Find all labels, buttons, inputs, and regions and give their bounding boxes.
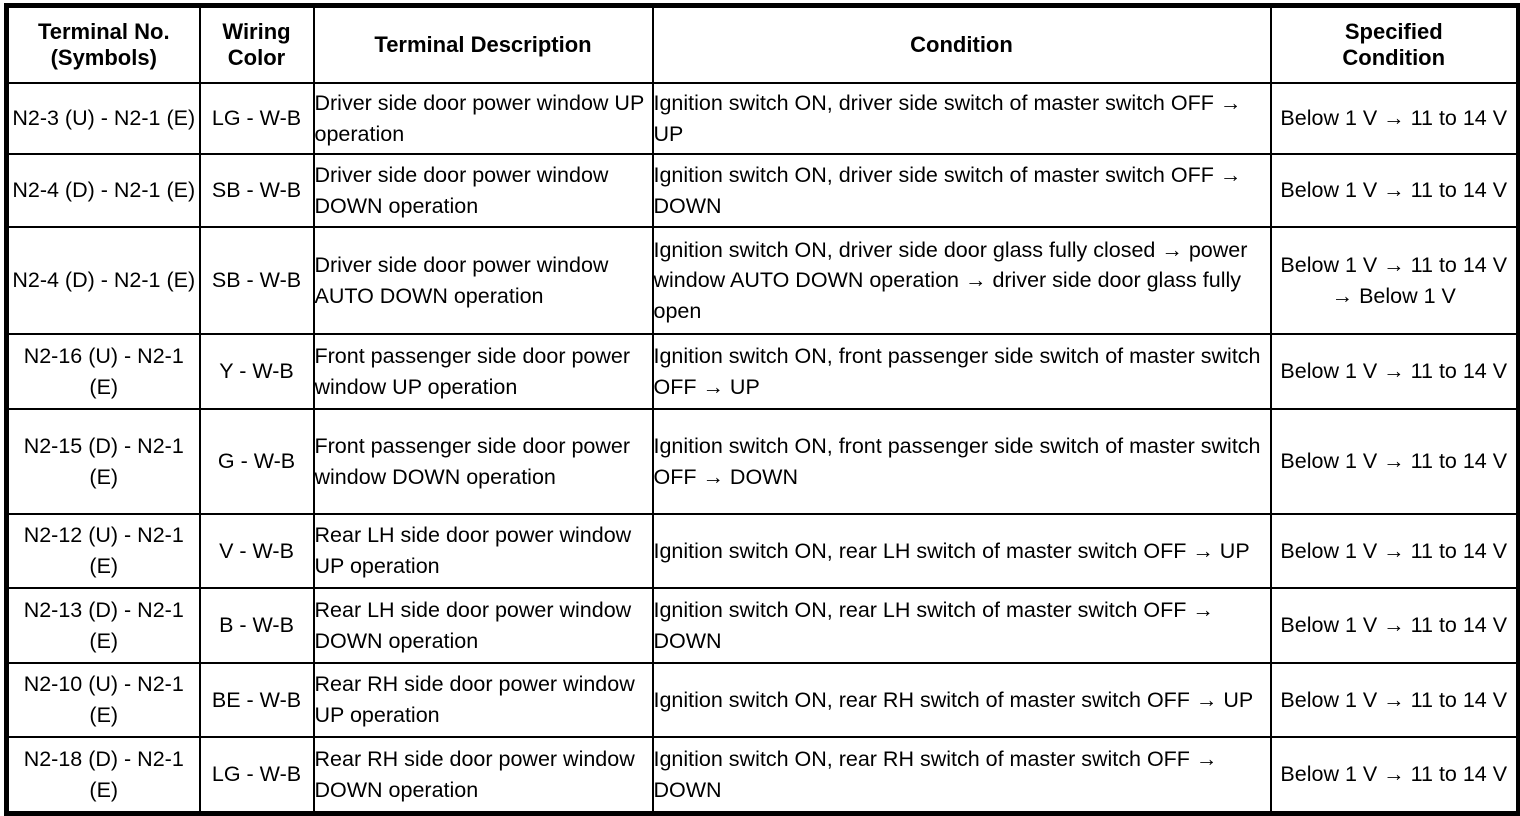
cell-terminal-description: Driver side door power window UP operati… (312, 82, 654, 155)
cell-wiring-color: G - W-B (198, 408, 315, 515)
cell-terminal-no: N2-12 (U) - N2-1 (E) (5, 513, 201, 589)
cell-terminal-description: Rear LH side door power window DOWN oper… (312, 587, 654, 664)
cell-terminal-no: N2-10 (U) - N2-1 (E) (5, 662, 201, 738)
cell-terminal-no: N2-13 (D) - N2-1 (E) (5, 587, 201, 664)
cell-condition: Ignition switch ON, driver side switch o… (651, 82, 1272, 155)
cell-terminal-description: Driver side door power window AUTO DOWN … (312, 226, 654, 335)
cell-specified-condition: Below 1 V → 11 to 14 V (1269, 736, 1520, 815)
cell-wiring-color: LG - W-B (198, 736, 315, 815)
cell-terminal-no: N2-16 (U) - N2-1 (E) (5, 333, 201, 410)
cell-wiring-color: SB - W-B (198, 153, 315, 228)
cell-wiring-color: LG - W-B (198, 82, 315, 155)
column-header-terminal-no: Terminal No.(Symbols) (5, 4, 201, 84)
cell-condition: Ignition switch ON, rear RH switch of ma… (651, 662, 1272, 738)
cell-wiring-color: B - W-B (198, 587, 315, 664)
cell-terminal-description: Front passenger side door power window U… (312, 333, 654, 410)
cell-terminal-description: Driver side door power window DOWN opera… (312, 153, 654, 228)
cell-terminal-no: N2-4 (D) - N2-1 (E) (5, 153, 201, 228)
cell-specified-condition: Below 1 V → 11 to 14 V → Below 1 V (1269, 226, 1520, 335)
cell-terminal-description: Rear RH side door power window DOWN oper… (312, 736, 654, 815)
cell-wiring-color: V - W-B (198, 513, 315, 589)
cell-specified-condition: Below 1 V → 11 to 14 V (1269, 587, 1520, 664)
cell-wiring-color: BE - W-B (198, 662, 315, 738)
cell-terminal-no: N2-4 (D) - N2-1 (E) (5, 226, 201, 335)
cell-condition: Ignition switch ON, rear LH switch of ma… (651, 513, 1272, 589)
cell-wiring-color: SB - W-B (198, 226, 315, 335)
cell-terminal-description: Rear RH side door power window UP operat… (312, 662, 654, 738)
cell-condition: Ignition switch ON, front passenger side… (651, 333, 1272, 410)
cell-wiring-color: Y - W-B (198, 333, 315, 410)
cell-condition: Ignition switch ON, rear LH switch of ma… (651, 587, 1272, 664)
cell-terminal-description: Front passenger side door power window D… (312, 408, 654, 515)
cell-terminal-no: N2-18 (D) - N2-1 (E) (5, 736, 201, 815)
cell-terminal-no: N2-3 (U) - N2-1 (E) (5, 82, 201, 155)
cell-condition: Ignition switch ON, front passenger side… (651, 408, 1272, 515)
cell-condition: Ignition switch ON, driver side door gla… (651, 226, 1272, 335)
cell-terminal-description: Rear LH side door power window UP operat… (312, 513, 654, 589)
column-header-condition: Condition (651, 4, 1272, 84)
cell-specified-condition: Below 1 V → 11 to 14 V (1269, 153, 1520, 228)
cell-specified-condition: Below 1 V → 11 to 14 V (1269, 662, 1520, 738)
cell-condition: Ignition switch ON, driver side switch o… (651, 153, 1272, 228)
cell-condition: Ignition switch ON, rear RH switch of ma… (651, 736, 1272, 815)
cell-specified-condition: Below 1 V → 11 to 14 V (1269, 82, 1520, 155)
cell-specified-condition: Below 1 V → 11 to 14 V (1269, 408, 1520, 515)
column-header-terminal-description: Terminal Description (312, 4, 654, 84)
cell-specified-condition: Below 1 V → 11 to 14 V (1269, 513, 1520, 589)
cell-specified-condition: Below 1 V → 11 to 14 V (1269, 333, 1520, 410)
cell-terminal-no: N2-15 (D) - N2-1 (E) (5, 408, 201, 515)
